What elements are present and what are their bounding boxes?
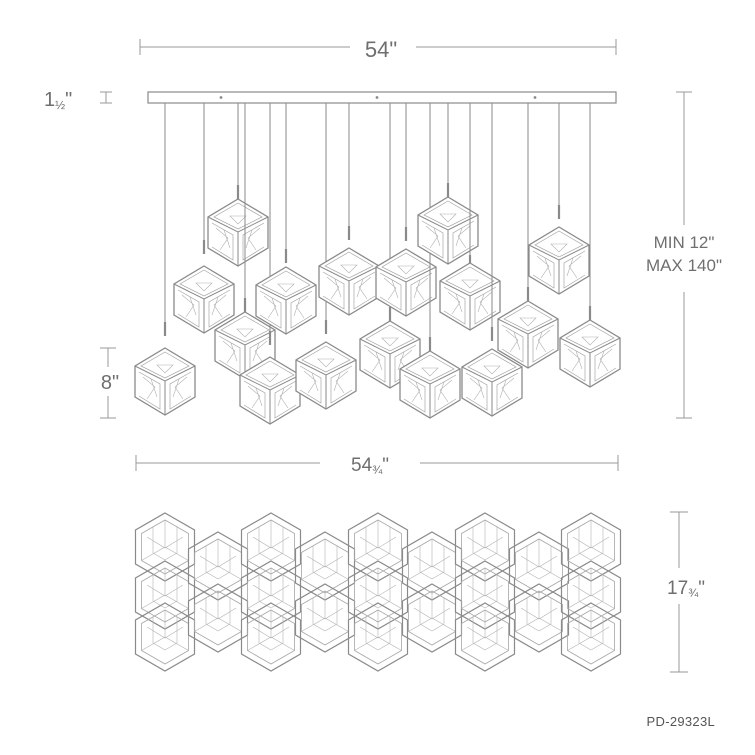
- plan-column: [347, 512, 409, 672]
- canopy-height-dimension: 1½": [44, 89, 112, 112]
- overall-width-dimension: 54¾": [135, 455, 619, 477]
- cube-height-label: 8": [101, 372, 119, 394]
- plan-column: [240, 512, 302, 672]
- pendant: [559, 103, 621, 388]
- pendant: [173, 103, 235, 334]
- pendant: [214, 103, 276, 380]
- pendant: [439, 103, 501, 331]
- pendant: [359, 103, 421, 389]
- cube-height-dimension: 8": [100, 347, 119, 419]
- canopy: [147, 91, 617, 104]
- plan-view: [134, 512, 622, 672]
- plan-column: [134, 512, 196, 672]
- pendant: [417, 103, 479, 265]
- pendant-group: [134, 103, 621, 425]
- pendant: [528, 103, 590, 295]
- plan-column: [294, 531, 356, 653]
- plan-column: [560, 512, 622, 672]
- canopy-width-label: 54": [365, 37, 397, 62]
- part-number: PD-29323L: [646, 714, 715, 729]
- plan-depth-label: 17¾": [667, 578, 705, 600]
- canopy-width-dimension: 54": [139, 37, 617, 62]
- pendant: [255, 103, 317, 335]
- pendant: [207, 103, 269, 267]
- pendant: [497, 103, 559, 369]
- canopy-height-label: 1½": [44, 89, 72, 112]
- plan-column: [401, 531, 463, 653]
- overall-width-label: 54¾": [351, 455, 389, 477]
- pendant: [239, 103, 301, 425]
- pendant: [461, 103, 523, 417]
- plan-depth-dimension: 17¾": [667, 511, 705, 673]
- plan-column: [454, 512, 516, 672]
- drop-max-label: MAX 140": [646, 256, 722, 275]
- pendant: [375, 103, 437, 317]
- pendant: [318, 103, 380, 316]
- pendant: [134, 103, 196, 416]
- drop-dimension: MIN 12" MAX 140": [646, 91, 722, 419]
- plan-column: [187, 531, 249, 653]
- drop-min-label: MIN 12": [654, 233, 715, 252]
- plan-column: [508, 531, 570, 653]
